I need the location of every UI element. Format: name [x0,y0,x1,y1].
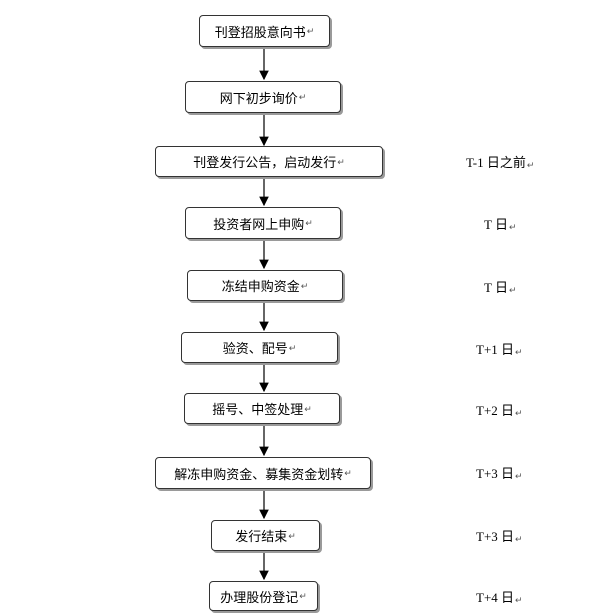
step-time: T+1 日↵ [476,342,523,357]
step-verify-allocate: 验资、配号↵ [181,332,338,363]
return-mark: ↵ [344,469,352,479]
step-label: 刊登发行公告，启动发行 [193,156,337,171]
step-time: T 日↵ [484,217,517,232]
return-mark: ↵ [306,27,315,37]
return-mark: ↵ [288,531,296,542]
step-publish-announcement: 刊登发行公告，启动发行↵ [155,146,383,177]
step-label: 摇号、中签处理 [212,403,304,418]
step-time: T 日↵ [484,280,517,295]
step-online-subscription: 投资者网上申购↵ [185,207,341,239]
return-mark: ↵ [300,281,309,292]
step-publish-prospectus: 刊登招股意向书↵ [199,15,330,47]
step-share-registration: 办理股份登记↵ [209,581,318,611]
step-label: 刊登招股意向书 [214,25,306,41]
step-lottery: 摇号、中签处理↵ [184,393,340,424]
step-label: 投资者网上申购 [213,217,305,233]
return-mark: ↵ [337,157,345,168]
step-time: T+3 日↵ [476,466,523,481]
return-mark: ↵ [304,404,312,415]
step-offline-inquiry: 网下初步询价↵ [185,81,341,113]
step-time: T+4 日↵ [476,590,523,605]
step-label: 发行结束 [235,530,288,545]
return-mark: ↵ [299,592,307,602]
step-issuance-complete: 发行结束↵ [211,520,320,551]
step-label: 验资、配号 [222,342,288,357]
step-label: 办理股份登记 [220,590,299,606]
step-time: T-1 日之前↵ [466,155,535,170]
step-freeze-funds: 冻结申购资金↵ [187,270,343,301]
step-time: T+2 日↵ [476,403,523,418]
return-mark: ↵ [298,93,307,103]
return-mark: ↵ [305,219,313,229]
return-mark: ↵ [288,343,297,354]
step-time: T+3 日↵ [476,529,523,544]
step-unfreeze-transfer: 解冻申购资金、募集资金划转↵ [155,457,371,489]
step-label: 冻结申购资金 [221,280,300,295]
step-label: 网下初步询价 [219,91,298,107]
step-label: 解冻申购资金、募集资金划转 [174,467,344,483]
